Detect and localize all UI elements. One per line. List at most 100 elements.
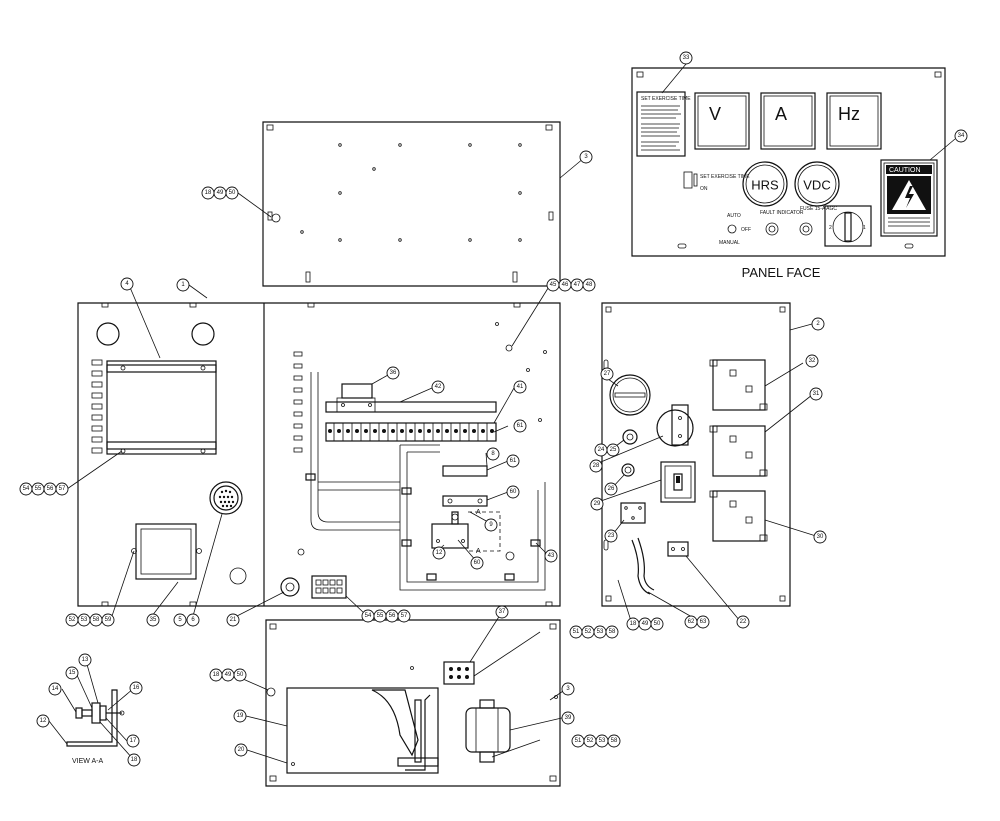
callout-3: 3 bbox=[579, 150, 593, 164]
hour-meter-gauge: HRS bbox=[742, 161, 788, 207]
callout-3-b: 3 bbox=[561, 682, 575, 696]
svg-text:18: 18 bbox=[213, 672, 220, 678]
svg-text:CAUTION: CAUTION bbox=[889, 167, 921, 174]
callout-31: 31 bbox=[809, 387, 823, 401]
svg-text:5: 5 bbox=[178, 617, 182, 623]
svg-text:53: 53 bbox=[597, 629, 604, 635]
callout-6: 6 bbox=[186, 613, 200, 627]
terminal-block-strip bbox=[325, 401, 497, 442]
callout-15: 15 bbox=[65, 666, 79, 680]
svg-text:VDC: VDC bbox=[803, 178, 830, 193]
svg-text:27: 27 bbox=[604, 371, 611, 377]
svg-text:57: 57 bbox=[401, 613, 408, 619]
svg-text:18: 18 bbox=[205, 190, 212, 196]
callout-61: 61 bbox=[513, 419, 527, 433]
svg-text:29: 29 bbox=[594, 501, 601, 507]
callout-21: 21 bbox=[226, 613, 240, 627]
vdc-gauge: VDC bbox=[794, 161, 840, 207]
callout-63: 63 bbox=[696, 615, 710, 629]
callout-18-c: 18 bbox=[209, 668, 223, 682]
bottom-panel bbox=[265, 619, 561, 787]
svg-text:14: 14 bbox=[52, 686, 59, 692]
svg-text:SET EXERCISE TIME: SET EXERCISE TIME bbox=[700, 174, 750, 180]
callout-33: 33 bbox=[679, 51, 693, 65]
svg-text:13: 13 bbox=[82, 657, 89, 663]
switch-assembly bbox=[431, 511, 469, 549]
svg-text:53: 53 bbox=[599, 738, 606, 744]
exercise-instructions-label: SET EXERCISE TIME bbox=[636, 91, 691, 157]
callout-50: 50 bbox=[225, 186, 239, 200]
svg-text:3: 3 bbox=[584, 154, 588, 160]
panel-face-title: PANEL FACE bbox=[742, 265, 821, 280]
callout-57-b: 57 bbox=[397, 609, 411, 623]
callout-39: 39 bbox=[561, 711, 575, 725]
svg-text:24: 24 bbox=[598, 447, 605, 453]
svg-text:28: 28 bbox=[593, 463, 600, 469]
caution-label: CAUTION bbox=[880, 159, 938, 237]
breaker-31 bbox=[709, 425, 768, 477]
svg-text:54: 54 bbox=[23, 486, 30, 492]
callout-59: 59 bbox=[101, 613, 115, 627]
terminal-connector bbox=[311, 575, 347, 599]
top-cover-plate bbox=[262, 121, 561, 287]
component-23 bbox=[620, 502, 646, 524]
svg-text:54: 54 bbox=[365, 613, 372, 619]
callout-32: 32 bbox=[805, 354, 819, 368]
exercise-switch: SET EXERCISE TIME ON bbox=[683, 171, 750, 192]
callout-60-b: 60 bbox=[470, 556, 484, 570]
svg-text:58: 58 bbox=[609, 629, 616, 635]
callout-54: 54 bbox=[19, 482, 33, 496]
svg-text:48: 48 bbox=[586, 282, 593, 288]
section-marker-top: A bbox=[476, 509, 481, 516]
callout-52-c: 52 bbox=[583, 734, 597, 748]
svg-text:49: 49 bbox=[217, 190, 224, 196]
callout-18-d: 18 bbox=[127, 753, 141, 767]
component-8 bbox=[442, 465, 488, 477]
callout-28: 28 bbox=[589, 459, 603, 473]
svg-text:21: 21 bbox=[230, 617, 237, 623]
callout-55-b: 55 bbox=[373, 609, 387, 623]
svg-text:1: 1 bbox=[181, 282, 185, 288]
callout-30: 30 bbox=[813, 530, 827, 544]
callout-23: 23 bbox=[604, 529, 618, 543]
view-aa-detail: VIEW A-A bbox=[66, 689, 125, 765]
svg-text:50: 50 bbox=[237, 672, 244, 678]
callout-24: 24 bbox=[594, 443, 608, 457]
svg-text:58: 58 bbox=[611, 738, 618, 744]
svg-text:25: 25 bbox=[610, 447, 617, 453]
svg-text:60: 60 bbox=[510, 489, 517, 495]
callout-5: 5 bbox=[173, 613, 187, 627]
svg-text:MANUAL: MANUAL bbox=[719, 240, 740, 246]
breaker-30 bbox=[709, 490, 768, 542]
callout-53: 53 bbox=[77, 613, 91, 627]
svg-text:15: 15 bbox=[69, 670, 76, 676]
svg-text:34: 34 bbox=[958, 133, 965, 139]
svg-text:49: 49 bbox=[225, 672, 232, 678]
svg-text:HRS: HRS bbox=[751, 178, 779, 193]
callout-58-c: 58 bbox=[607, 734, 621, 748]
svg-text:52: 52 bbox=[69, 617, 76, 623]
callout-51: 51 bbox=[569, 625, 583, 639]
svg-text:46: 46 bbox=[562, 282, 569, 288]
svg-text:33: 33 bbox=[683, 55, 690, 61]
svg-text:45: 45 bbox=[550, 282, 557, 288]
svg-text:42: 42 bbox=[435, 384, 442, 390]
svg-text:30: 30 bbox=[817, 534, 824, 540]
callout-57: 57 bbox=[55, 482, 69, 496]
svg-text:56: 56 bbox=[47, 486, 54, 492]
svg-text:18: 18 bbox=[131, 757, 138, 763]
svg-text:49: 49 bbox=[642, 621, 649, 627]
svg-text:OFF: OFF bbox=[741, 227, 751, 233]
callout-61-b: 61 bbox=[506, 454, 520, 468]
callout-58-b: 58 bbox=[605, 625, 619, 639]
callout-62: 62 bbox=[684, 615, 698, 629]
callout-37: 37 bbox=[495, 605, 509, 619]
svg-text:56: 56 bbox=[389, 613, 396, 619]
svg-text:58: 58 bbox=[93, 617, 100, 623]
svg-text:52: 52 bbox=[587, 738, 594, 744]
svg-text:55: 55 bbox=[35, 486, 42, 492]
callout-53-b: 53 bbox=[593, 625, 607, 639]
view-aa-label: VIEW A-A bbox=[72, 758, 103, 765]
callout-19: 19 bbox=[233, 709, 247, 723]
